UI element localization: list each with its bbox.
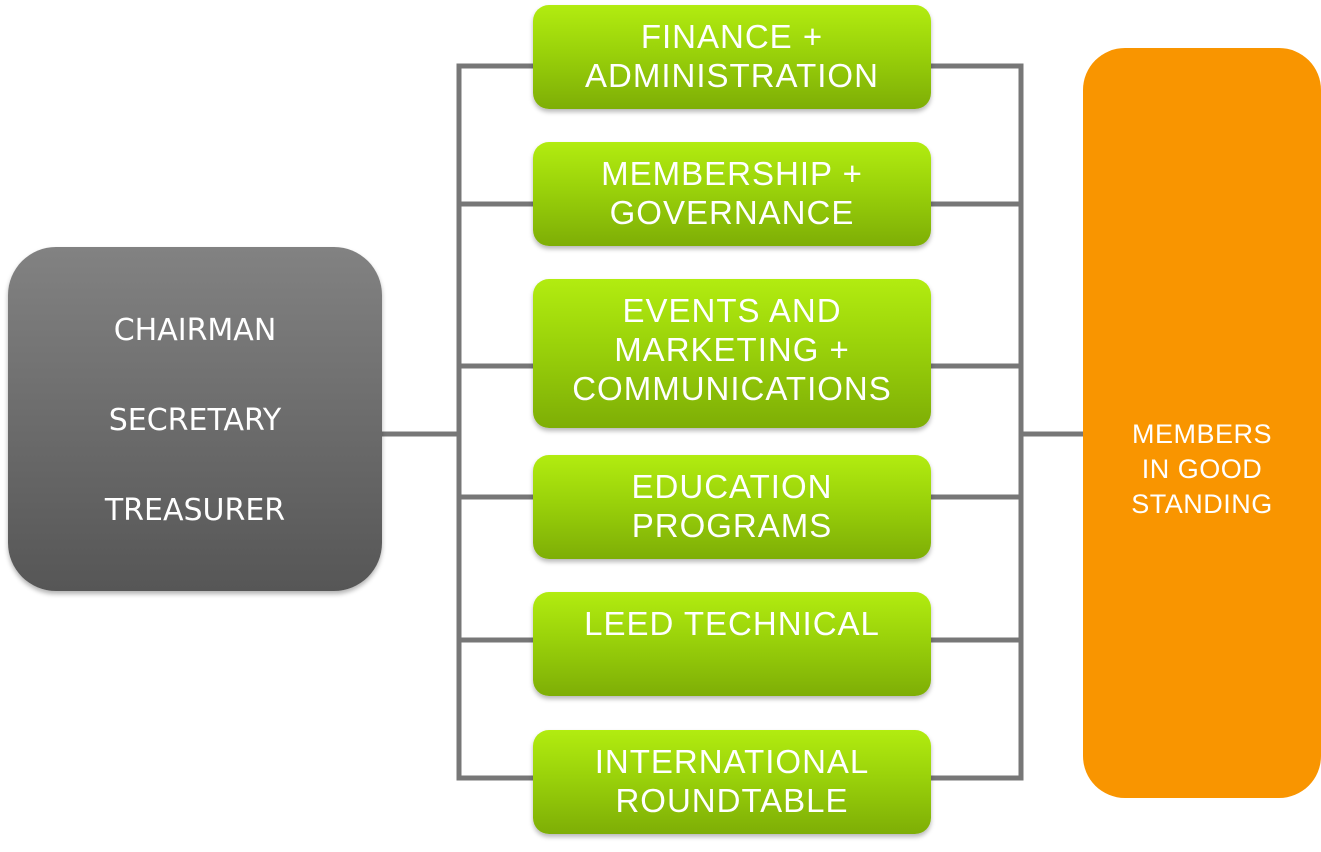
officer-secretary: SECRETARY — [108, 403, 282, 438]
committee-events-marketing-communications: EVENTS AND MARKETING + COMMUNICATIONS — [533, 279, 931, 428]
committee-education-programs: EDUCATION PROGRAMS — [533, 455, 931, 559]
committee-line: FINANCE + — [640, 18, 824, 55]
committee-line: LEED TECHNICAL — [584, 605, 880, 642]
committee-line: EVENTS AND — [622, 292, 842, 329]
members-box: MEMBERS IN GOOD STANDING — [1083, 48, 1321, 798]
members-line: IN GOOD — [1141, 454, 1263, 484]
officer-chairman: CHAIRMAN — [113, 313, 277, 348]
committee-leed-technical: LEED TECHNICAL — [533, 592, 931, 696]
committee-international-roundtable: INTERNATIONAL ROUNDTABLE — [533, 730, 931, 834]
committee-line: COMMUNICATIONS — [572, 370, 892, 407]
officers-box: CHAIRMAN SECRETARY TREASURER — [8, 247, 382, 591]
committee-membership-governance: MEMBERSHIP + GOVERNANCE — [533, 142, 931, 246]
officer-treasurer: TREASURER — [104, 493, 286, 528]
committee-line: ADMINISTRATION — [585, 57, 879, 94]
committee-line: GOVERNANCE — [609, 194, 855, 231]
members-line: STANDING — [1131, 489, 1273, 519]
members-line: MEMBERS — [1131, 419, 1273, 449]
committee-line: PROGRAMS — [631, 507, 833, 544]
committee-line: MARKETING + — [614, 331, 850, 368]
committee-line: EDUCATION — [631, 468, 833, 505]
committee-line: INTERNATIONAL — [594, 743, 870, 780]
committee-finance-administration: FINANCE + ADMINISTRATION — [533, 5, 931, 109]
committee-line: ROUNDTABLE — [615, 782, 849, 819]
committee-line: MEMBERSHIP + — [601, 155, 863, 192]
members-label: MEMBERS IN GOOD STANDING — [1083, 417, 1321, 522]
